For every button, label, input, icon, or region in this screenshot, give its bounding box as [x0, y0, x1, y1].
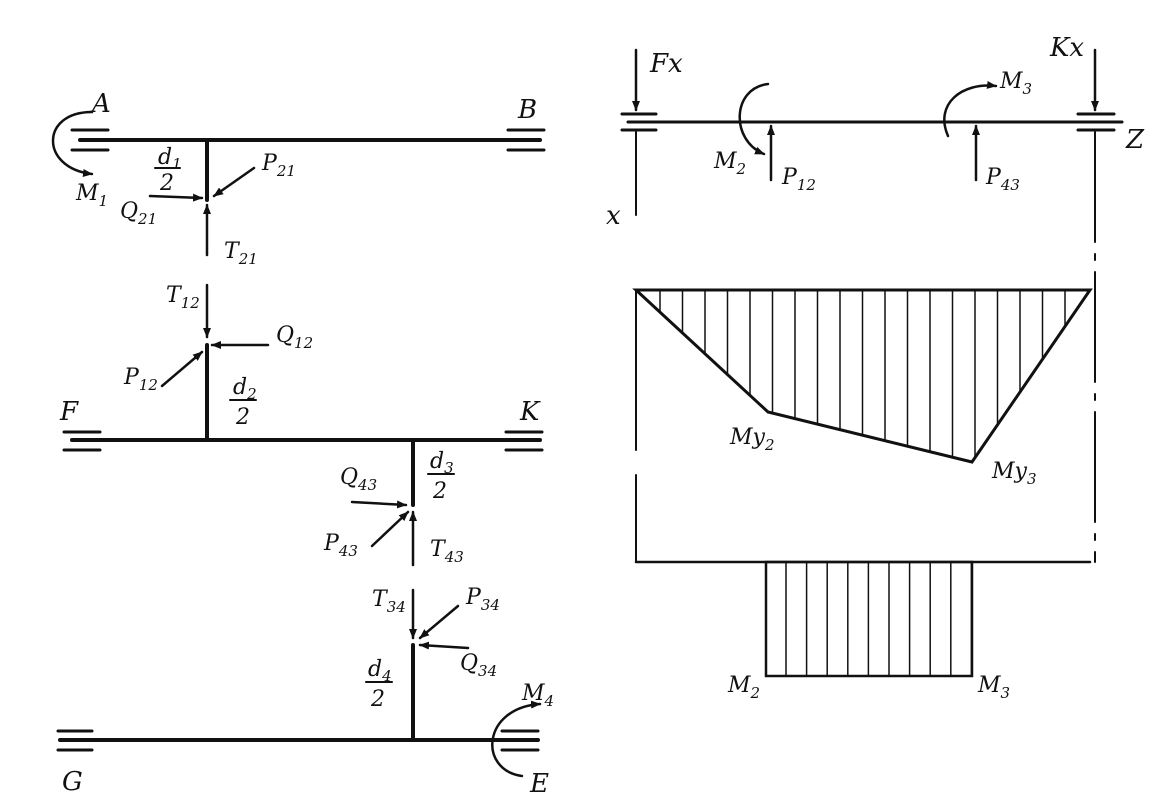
label-d3-den: 2	[432, 479, 447, 504]
label-my3: My3	[991, 459, 1037, 488]
force-q43-arrow	[350, 500, 408, 509]
moment-my-hatching	[659, 289, 1089, 459]
left-labels: A B F K G E M1 M4 d1 2 d2 2 d3 2 d4 2 P2…	[59, 89, 554, 799]
label-my2: My2	[729, 425, 775, 454]
label-fx: Fx	[649, 49, 683, 79]
force-p12-arrow	[160, 350, 204, 388]
label-m2: M2	[713, 149, 746, 178]
label-d3-num: d3	[430, 449, 454, 477]
label-q21: Q21	[120, 199, 157, 228]
label-m3: M3	[999, 69, 1032, 98]
force-q34-arrow	[418, 641, 470, 650]
left-gear-train	[51, 110, 546, 778]
bearing-g	[56, 729, 94, 752]
right-labels: Fx Kx Z x M2 M3 P12 P43 My2 My3 M2 M3	[606, 33, 1145, 702]
bearing-k	[504, 430, 544, 452]
torque-hatching	[785, 561, 973, 677]
label-f: F	[59, 397, 79, 427]
label-p12-right: P12	[781, 165, 816, 194]
right-moment-diagram	[620, 48, 1124, 678]
label-p43-right: P43	[985, 165, 1020, 194]
label-m1: M1	[75, 181, 108, 210]
label-t12: T12	[166, 283, 200, 312]
bearing-a	[70, 128, 110, 152]
bearing-e	[500, 729, 540, 752]
label-t34: T34	[372, 587, 406, 616]
label-x: x	[606, 201, 621, 231]
label-kx: Kx	[1049, 33, 1084, 63]
label-d2-den: 2	[235, 405, 250, 430]
label-k: K	[519, 397, 541, 427]
label-p43: P43	[323, 531, 358, 560]
label-t21: T21	[224, 239, 258, 268]
label-z: Z	[1125, 125, 1145, 155]
label-m4: M4	[521, 681, 554, 710]
label-a: A	[90, 89, 111, 119]
label-m3-bottom: M3	[977, 673, 1010, 702]
moment-my-polygon	[632, 288, 1093, 464]
force-p21-arrow	[212, 166, 256, 198]
moment-m2-arrow	[738, 82, 770, 156]
label-q12: Q12	[276, 323, 313, 352]
moment-m1-arrow	[51, 110, 94, 177]
bearing-f	[62, 430, 102, 452]
label-d4-den: 2	[370, 687, 385, 712]
bearing-left	[620, 112, 658, 132]
label-e: E	[529, 769, 549, 799]
bearing-b	[506, 128, 546, 152]
label-d1-num: d1	[158, 145, 182, 173]
label-g: G	[62, 767, 83, 797]
moment-m3-arrow	[943, 80, 998, 138]
force-p34-arrow	[418, 604, 460, 640]
label-q43: Q43	[340, 465, 377, 494]
force-q21-arrow	[148, 193, 204, 202]
label-b: B	[517, 95, 537, 125]
label-m2-bottom: M2	[727, 673, 760, 702]
label-d2-num: d2	[233, 375, 257, 403]
label-q34: Q34	[460, 651, 497, 680]
force-p43-arrow	[370, 510, 410, 548]
bearing-right	[1076, 112, 1116, 132]
moment-m4-arrow	[491, 700, 542, 778]
label-t43: T43	[430, 537, 464, 566]
label-p12: P12	[123, 365, 158, 394]
label-p34: P34	[465, 585, 500, 614]
label-d4-num: d4	[368, 657, 392, 685]
label-d1-den: 2	[159, 171, 174, 196]
label-p21: P21	[261, 151, 296, 180]
